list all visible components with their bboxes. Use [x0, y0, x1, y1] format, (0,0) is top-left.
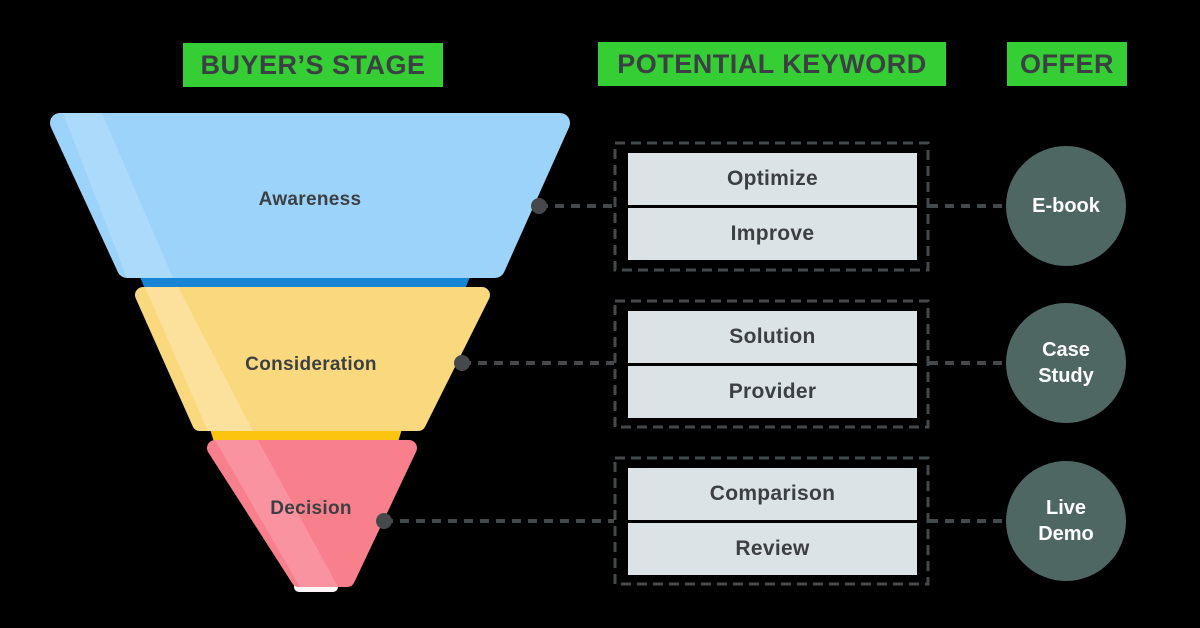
offer-circle-live-demo: Live Demo — [1006, 461, 1126, 581]
funnel-stage-awareness-highlight — [63, 113, 173, 278]
keyword-group-borders — [613, 141, 930, 586]
divider-strip-awareness — [140, 277, 470, 289]
keyword-box-comparison: Comparison — [628, 468, 917, 520]
connector-dot-decision — [376, 513, 392, 529]
funnel-stage-decision-highlight — [215, 440, 338, 587]
header-potential-keyword: POTENTIAL KEYWORD — [598, 42, 946, 86]
stage-label-consideration: Consideration — [245, 354, 377, 375]
connector-dot-consideration — [454, 355, 470, 371]
keyword-box-solution: Solution — [628, 311, 917, 363]
stage-label-awareness: Awareness — [258, 189, 362, 210]
offer-circle-ebook: E-book — [1006, 146, 1126, 266]
keyword-group-border-awareness — [613, 141, 930, 272]
keyword-box-provider: Provider — [628, 366, 917, 418]
stage-label-decision: Decision — [270, 498, 352, 519]
connector-lines — [384, 204, 1005, 523]
offer-circle-case-study: Case Study — [1006, 303, 1126, 423]
keyword-group-border-consideration — [613, 299, 930, 429]
keyword-box-improve: Improve — [628, 208, 917, 260]
connector-dot-awareness — [531, 198, 547, 214]
funnel-stage-consideration-highlight — [145, 287, 253, 431]
header-buyers-stage: BUYER’S STAGE — [183, 43, 443, 87]
connector-dots — [376, 198, 547, 529]
keyword-box-review: Review — [628, 523, 917, 575]
divider-strip-consideration — [210, 429, 402, 442]
keyword-box-optimize: Optimize — [628, 153, 917, 205]
keyword-group-border-decision — [613, 456, 930, 586]
header-offer: OFFER — [1007, 42, 1127, 86]
